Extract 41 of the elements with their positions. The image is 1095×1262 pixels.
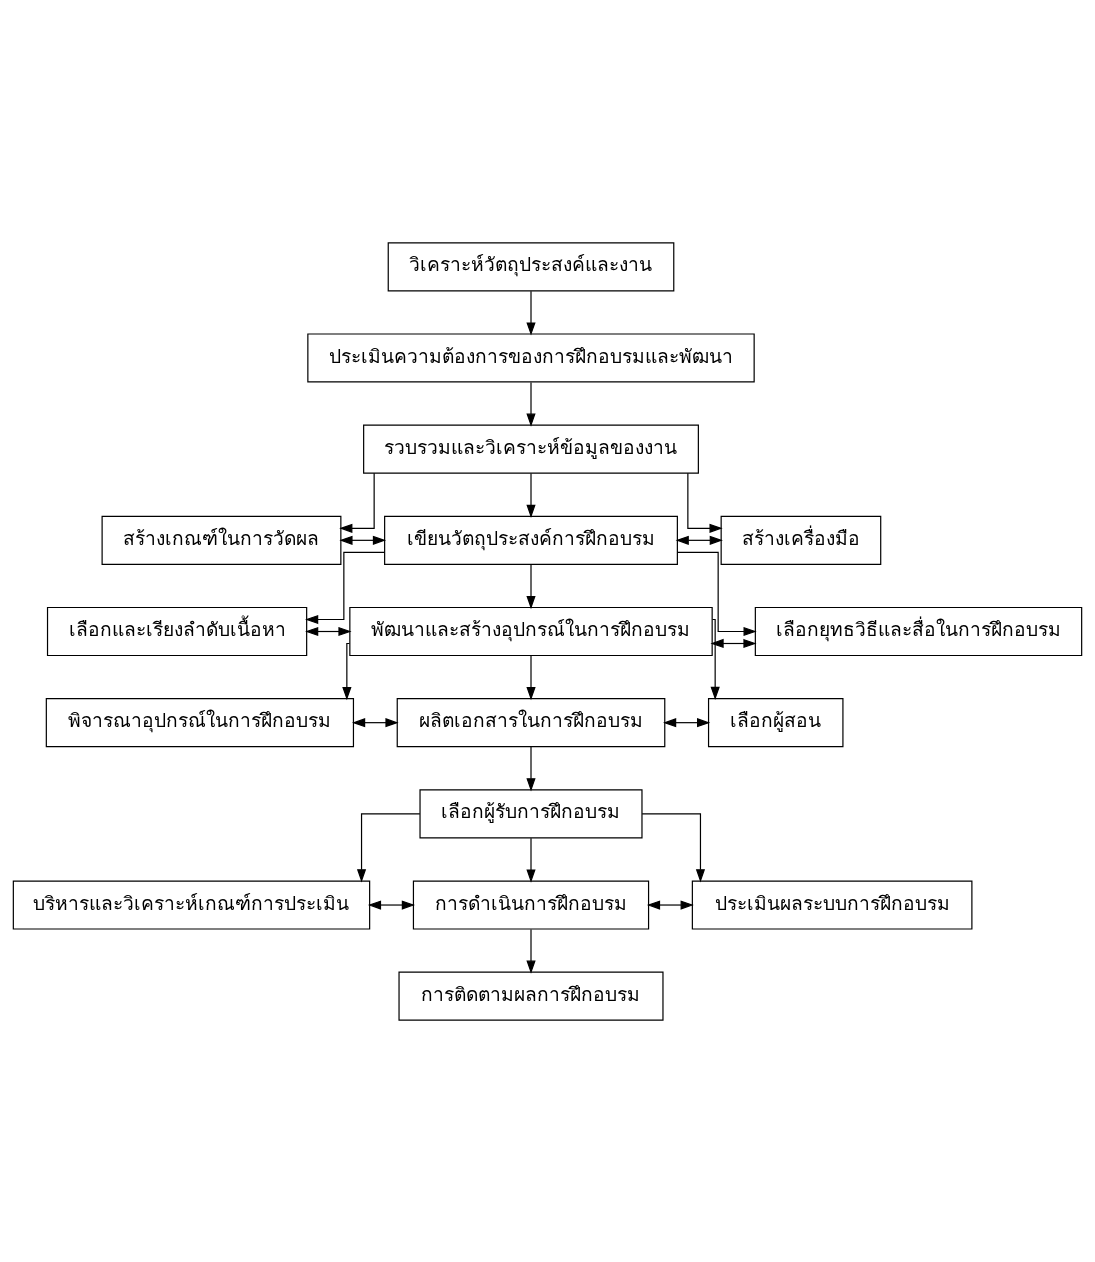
arrow bbox=[675, 535, 723, 545]
arrow bbox=[526, 563, 536, 609]
arrow bbox=[710, 618, 720, 700]
node-box: เลือกผู้รับการฝึกอบรม bbox=[419, 788, 643, 838]
node-box: ผลิตเอกสารในการฝึกอบรม bbox=[396, 697, 666, 747]
node-box: เขียนวัตถุประสงค์การฝึกอบรม bbox=[384, 515, 678, 565]
arrow bbox=[710, 638, 757, 648]
node-box: บริหารและวิเคราะห์เกณฑ์การประเมิน bbox=[12, 879, 371, 930]
arrow bbox=[339, 472, 375, 533]
node-box: สร้างเครื่องมือ bbox=[720, 515, 882, 565]
arrow bbox=[663, 717, 711, 727]
arrow bbox=[526, 381, 536, 427]
node-box: การดำเนินการฝึกอบรม bbox=[412, 879, 650, 930]
node-box: พิจารณาอุปกรณ์ในการฝึกอบรม bbox=[45, 697, 355, 747]
arrow bbox=[342, 642, 352, 700]
node-box: ประเมินความต้องการของการฝึกอบรมและพัฒนา bbox=[307, 332, 755, 383]
node-box: วิเคราะห์วัตถุประสงค์และงาน bbox=[387, 241, 675, 291]
arrow bbox=[367, 899, 415, 910]
node-box: เลือกผู้สอน bbox=[707, 697, 844, 747]
node-box: พัฒนาและสร้างอุปกรณ์ในการฝึกอบรม bbox=[349, 606, 713, 656]
node-box: ประเมินผลระบบการฝึกอบรม bbox=[691, 879, 973, 930]
arrow bbox=[305, 626, 352, 636]
arrow bbox=[646, 899, 694, 910]
arrow bbox=[641, 812, 706, 882]
arrow bbox=[526, 472, 536, 518]
arrow bbox=[526, 290, 536, 336]
arrow bbox=[526, 928, 536, 974]
arrow bbox=[305, 551, 386, 624]
node-box: สร้างเกณฑ์ในการวัดผล bbox=[101, 515, 342, 565]
arrow bbox=[676, 551, 757, 636]
node-box: เลือกยุทธวิธีและสื่อในการฝึกอบรม bbox=[754, 606, 1083, 656]
arrow bbox=[687, 472, 723, 533]
arrow bbox=[526, 654, 536, 700]
node-box: เลือกและเรียงลำดับเนื้อหา bbox=[46, 606, 308, 656]
node-box: รวบรวมและวิเคราะห์ข้อมูลของงาน bbox=[363, 424, 699, 474]
arrow bbox=[352, 717, 399, 727]
arrow bbox=[356, 812, 421, 882]
arrow bbox=[339, 535, 387, 545]
arrow bbox=[526, 746, 536, 791]
arrow bbox=[526, 837, 536, 883]
node-box: การติดตามผลการฝึกอบรม bbox=[398, 971, 664, 1021]
